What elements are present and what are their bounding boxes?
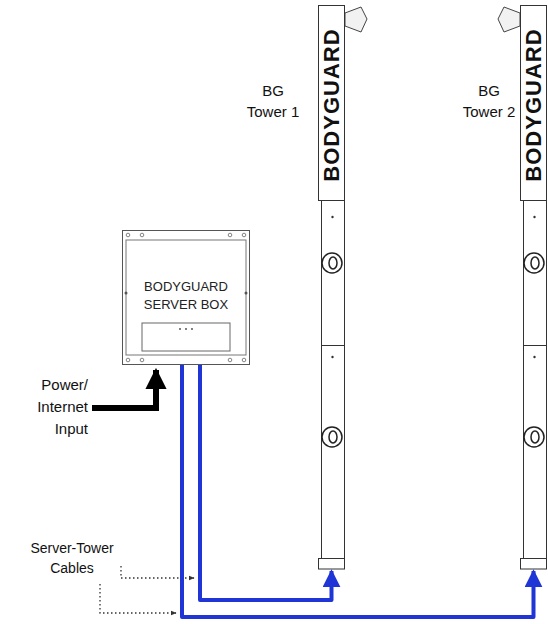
tower-screw (533, 356, 535, 358)
tower-base (319, 559, 345, 570)
tower-logo: BODYGUARD (522, 15, 546, 195)
mounting-hole (228, 358, 232, 362)
tower-low-segment (524, 346, 547, 559)
indicator-dot (191, 328, 193, 330)
tower-sensor (524, 253, 544, 273)
tower-top-segment (521, 6, 547, 201)
tower-screw (533, 216, 535, 218)
power-input-arrow (92, 370, 156, 408)
mounting-hole (242, 233, 246, 237)
tower-sensor-lens (531, 257, 539, 269)
input-label: Power/ Internet Input (2, 374, 88, 440)
mounting-hole (140, 233, 144, 237)
tower-sensor (322, 253, 342, 273)
server-box: BODYGUARD SERVER BOX (122, 230, 250, 365)
tower-lamp (345, 7, 367, 32)
tower-heading: BG Tower 1 (243, 80, 303, 122)
tower-heading: BG Tower 2 (462, 80, 516, 122)
tower-top-segment (319, 6, 345, 201)
tower-sensor-lens (531, 431, 539, 443)
access-panel (142, 323, 230, 351)
server-tower-cable (200, 365, 332, 600)
tower-lamp (498, 7, 520, 32)
mounting-hole (126, 233, 130, 237)
callout-label: Server-Tower Cables (16, 538, 128, 578)
mounting-hole (126, 358, 130, 362)
tower-sensor (322, 427, 342, 447)
tower-screw (331, 216, 333, 218)
tower-mid-segment (322, 201, 345, 346)
tower-sensor (524, 427, 544, 447)
leader-line (100, 584, 176, 613)
indicator-dot (185, 328, 187, 330)
tower-base (521, 559, 547, 570)
tower-logo: BODYGUARD (320, 15, 344, 195)
mounting-hole (140, 358, 144, 362)
mounting-hole (228, 233, 232, 237)
tower: BG Tower 1BODYGUARD (318, 5, 345, 570)
tower-mid-segment (524, 201, 547, 346)
tower-low-segment (322, 346, 345, 559)
tower-screw (331, 356, 333, 358)
server-door (126, 240, 246, 355)
indicator-dot (179, 328, 181, 330)
tower: BG Tower 2BODYGUARD (520, 5, 547, 570)
server-housing (123, 231, 250, 365)
server-tower-cable (182, 365, 534, 617)
box-label: BODYGUARD SERVER BOX (132, 278, 240, 314)
tower-sensor-lens (329, 257, 337, 269)
hinge-dot (125, 292, 128, 295)
latch-dot (245, 292, 248, 295)
tower-sensor-lens (329, 431, 337, 443)
mounting-hole (242, 358, 246, 362)
